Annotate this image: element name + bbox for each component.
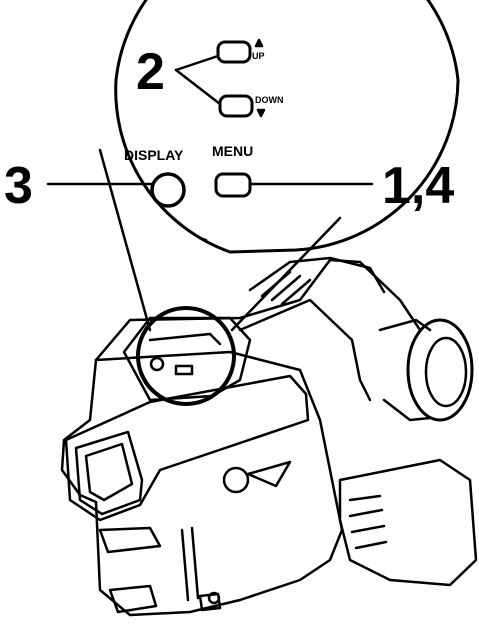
top-bracket [148, 332, 222, 346]
down-arrow-icon [256, 108, 266, 118]
eyepiece-ring [406, 318, 474, 422]
strap [338, 458, 478, 587]
down-button-shape [218, 94, 254, 118]
step-number-1-4: 1,4 [382, 157, 455, 215]
camcorder-side [94, 350, 344, 532]
step-number-3: 3 [4, 157, 33, 215]
side-dial [222, 466, 250, 494]
viewfinder-lens-inner [84, 442, 134, 502]
leader-2-down [174, 68, 222, 106]
menu-label: MENU [212, 143, 254, 159]
cone-line-left [98, 148, 152, 332]
top-mini-rect [174, 364, 194, 376]
leader-2-up [174, 54, 220, 72]
camcorder-body [60, 358, 344, 617]
display-button-shape [150, 172, 186, 208]
lower-panel [98, 526, 162, 554]
eyepiece-body [378, 318, 432, 422]
viewfinder-housing [64, 374, 310, 522]
top-mini-button [149, 356, 165, 372]
bottom-plate [108, 584, 158, 614]
display-label: DISPLAY [124, 147, 184, 163]
up-label: UP [252, 51, 265, 61]
side-lever [246, 460, 292, 488]
bubble-tick [198, 236, 208, 242]
down-label: DOWN [255, 95, 284, 105]
top-ring [136, 306, 236, 406]
bottom-screw [207, 591, 221, 605]
step-number-2: 2 [136, 43, 165, 101]
magnifier-circle [114, 0, 460, 254]
handle-lower [238, 298, 372, 402]
eyepiece-inner [424, 336, 468, 408]
up-arrow-icon [254, 38, 264, 48]
bottom-jack [198, 592, 222, 612]
viewfinder-lens [74, 430, 144, 516]
side-slot [180, 526, 200, 602]
up-button-shape [216, 40, 252, 64]
handle-ridges [260, 270, 312, 306]
strap-stitching [348, 494, 388, 550]
menu-button-shape [214, 172, 252, 198]
handle-top [248, 256, 386, 294]
